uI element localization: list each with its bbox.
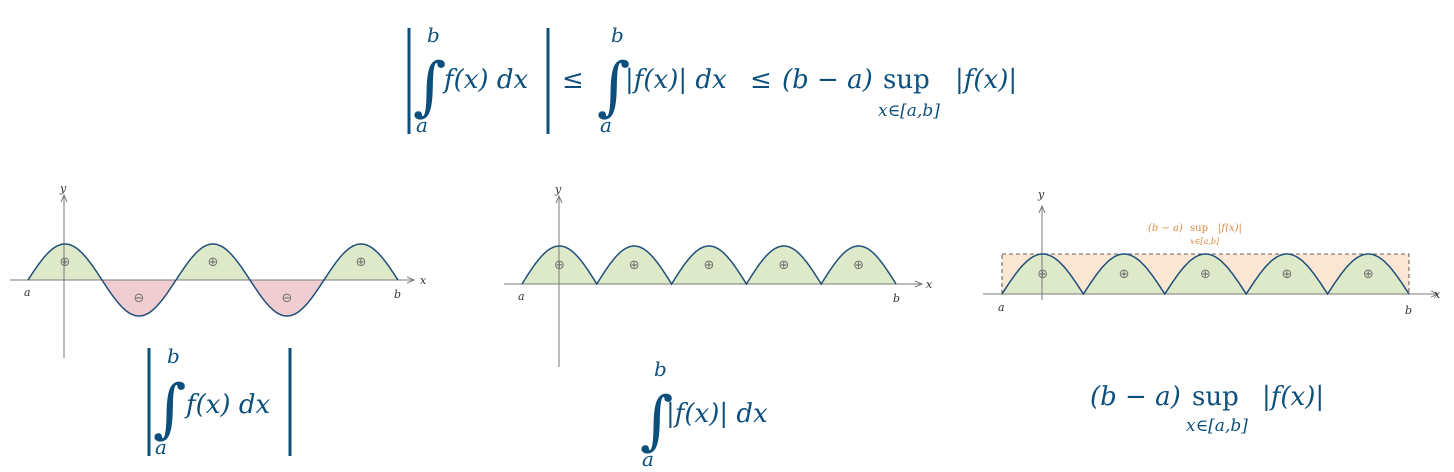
abs-f-of-x: |f(x)|	[1262, 382, 1324, 412]
abs-function-curve	[521, 245, 897, 286]
x-axis-label: x	[420, 274, 427, 287]
plus-sign-icon: ⊕	[208, 255, 219, 270]
plus-sign-icon: ⊕	[704, 258, 715, 273]
abs-function-curve	[1001, 253, 1410, 296]
panel-absolute-integral: ⊕ ⊕ ⊕ ⊕ ⊕ y x a b ∫ b a |f(x)| dx	[504, 183, 933, 471]
plus-sign-icon: ⊕	[629, 258, 640, 273]
y-axis-label: y	[59, 182, 67, 195]
y-axis-label: y	[1037, 188, 1045, 201]
x-axis-label: x	[926, 278, 933, 291]
positive-region	[1002, 254, 1084, 294]
upper-limit-2: b	[611, 23, 624, 47]
minus-sign-icon: ⊖	[282, 291, 293, 306]
positive-regions	[28, 244, 398, 280]
sign-markers: ⊕ ⊕ ⊕ ⊕ ⊕	[1037, 267, 1374, 282]
leq-sign-1: ≤	[562, 65, 584, 95]
positive-region	[1246, 254, 1328, 294]
integral-sign-1: ∫	[413, 50, 446, 124]
plus-sign-icon: ⊕	[554, 258, 565, 273]
plus-sign-icon: ⊕	[853, 258, 864, 273]
bound-factor: (b − a)	[1148, 223, 1183, 234]
positive-region	[1327, 254, 1409, 294]
positive-regions	[1002, 254, 1409, 294]
plus-sign-icon: ⊕	[1363, 267, 1374, 282]
plus-sign-icon: ⊕	[1119, 267, 1130, 282]
plus-sign-icon: ⊕	[778, 258, 789, 273]
lower-limit: a	[642, 447, 654, 471]
positive-region	[28, 244, 102, 280]
lower-limit: a	[155, 435, 167, 459]
a-label: a	[998, 301, 1005, 314]
positive-region	[324, 244, 398, 280]
lower-limit-2: a	[600, 113, 612, 137]
function-curve	[27, 243, 399, 317]
bound-subscript: x∈[a,b]	[1190, 237, 1220, 246]
integrand: |f(x)| dx	[666, 399, 768, 429]
positive-region	[176, 244, 250, 280]
y-axis-label: y	[554, 183, 562, 196]
leq-sign-2: ≤	[750, 65, 772, 95]
integral-sign: ∫	[153, 372, 186, 446]
integrand: f(x) dx	[184, 390, 270, 420]
abs-f-of-x: |f(x)|	[955, 65, 1017, 95]
upper-limit: b	[654, 357, 667, 381]
positive-region	[746, 246, 822, 284]
sign-markers: ⊕ ⊕ ⊕ ⊕ ⊕	[554, 258, 864, 273]
x-axis-label: x	[1434, 288, 1441, 301]
sup-operator: sup	[883, 65, 930, 95]
integrand-1: f(x) dx	[442, 65, 528, 95]
positive-region	[671, 246, 747, 284]
positive-region	[1083, 254, 1165, 294]
minus-sign-icon: ⊖	[134, 291, 145, 306]
factor-b-minus-a: (b − a)	[782, 65, 873, 95]
integral-sign-2: ∫	[597, 50, 630, 124]
lower-limit-1: a	[416, 113, 428, 137]
upper-limit-1: b	[427, 23, 440, 47]
b-label: b	[1405, 304, 1412, 317]
positive-region	[596, 246, 672, 284]
caption-absolute-integral: ∫ b a |f(x)| dx	[640, 357, 768, 471]
factor-b-minus-a: (b − a)	[1090, 382, 1181, 412]
integrand-2: |f(x)| dx	[625, 65, 727, 95]
plus-sign-icon: ⊕	[60, 255, 71, 270]
upper-limit: b	[167, 344, 180, 368]
a-label: a	[518, 290, 525, 303]
sup-operator: sup	[1192, 382, 1239, 412]
sup-bound-label: (b − a) sup |f(x)| x∈[a,b]	[1148, 223, 1242, 246]
plus-sign-icon: ⊕	[356, 255, 367, 270]
caption-signed-integral: ∫ b a f(x) dx	[147, 344, 292, 459]
b-label: b	[893, 292, 900, 305]
bound-abs-f: |f(x)|	[1218, 223, 1242, 234]
plus-sign-icon: ⊕	[1281, 267, 1292, 282]
positive-region	[1164, 254, 1247, 294]
sup-subscript: x∈[a,b]	[1186, 416, 1248, 436]
b-label: b	[394, 288, 401, 301]
a-label: a	[24, 286, 31, 299]
sup-subscript: x∈[a,b]	[878, 101, 940, 121]
main-inequality: ∫ b a f(x) dx ≤ ∫ b a |f(x)| dx ≤ (b − a…	[407, 23, 1017, 137]
positive-region	[821, 246, 896, 284]
plus-sign-icon: ⊕	[1200, 267, 1211, 282]
negative-regions	[102, 280, 324, 316]
integral-sign: ∫	[640, 384, 673, 458]
sign-markers: ⊕ ⊖ ⊕ ⊖ ⊕	[60, 255, 367, 306]
caption-sup-bound: (b − a) sup x∈[a,b] |f(x)|	[1090, 382, 1324, 436]
panel-signed-integral: ⊕ ⊖ ⊕ ⊖ ⊕ y x a b ∫ b a f(x) dx	[10, 182, 427, 459]
plus-sign-icon: ⊕	[1037, 267, 1048, 282]
negative-region	[102, 280, 176, 316]
bound-sup: sup	[1190, 223, 1208, 234]
negative-region	[250, 280, 324, 316]
panel-sup-bound: ⊕ ⊕ ⊕ ⊕ ⊕ y x a b (b − a) sup |f(x)| x∈[a,b]…	[983, 188, 1441, 436]
